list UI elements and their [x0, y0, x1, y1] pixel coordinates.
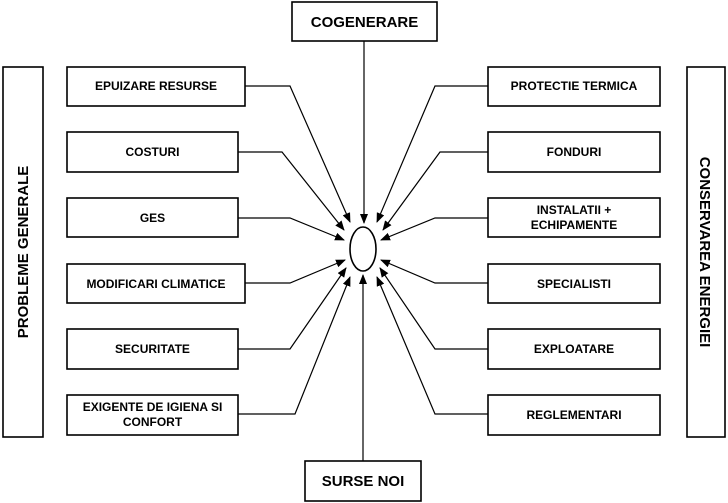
- right-item-1-label: PROTECTIE TERMICA: [511, 79, 638, 93]
- right-item-6-label: REGLEMENTARI: [526, 408, 621, 422]
- right-box-5: EXPLOATARE: [487, 328, 661, 370]
- arrow-left-4: [245, 259, 346, 284]
- bottom-label: SURSE NOI: [322, 473, 405, 490]
- arrow-right-6: [376, 276, 488, 415]
- left-box-4: MODIFICARI CLIMATICE: [66, 263, 246, 304]
- arrow-right-5: [379, 267, 488, 350]
- right-box-4: SPECIALISTI: [487, 263, 661, 304]
- right-item-3-label-line-1: INSTALATII +: [537, 203, 612, 217]
- left-box-6: EXIGENTE DE IGIENA SI CONFORT: [66, 394, 239, 436]
- arrow-left-2: [238, 151, 345, 231]
- right-side-panel: CONSERVAREA ENERGIEI: [686, 66, 726, 438]
- left-side-panel: PROBLEME GENERALE: [2, 66, 44, 438]
- arrow-left-1: [245, 85, 351, 223]
- right-side-label: CONSERVAREA ENERGIEI: [696, 157, 713, 348]
- arrow-right-4: [380, 259, 488, 284]
- left-item-4-label: MODIFICARI CLIMATICE: [86, 277, 225, 291]
- arrow-right-2: [382, 151, 488, 231]
- center-ellipse: [349, 226, 377, 272]
- left-box-1: EPUIZARE RESURSE: [66, 66, 246, 107]
- bottom-box: SURSE NOI: [304, 460, 422, 502]
- top-box: COGENERARE: [291, 1, 438, 42]
- left-item-2-label: COSTURI: [126, 145, 180, 159]
- right-item-4-label: SPECIALISTI: [537, 277, 611, 291]
- top-label: COGENERARE: [311, 14, 419, 31]
- arrow-left-6: [238, 276, 351, 415]
- left-item-6-label-line-1: EXIGENTE DE IGIENA SI: [83, 400, 223, 414]
- left-item-6-label-line-2: CONFORT: [123, 415, 183, 429]
- left-item-1-label: EPUIZARE RESURSE: [95, 79, 217, 93]
- right-item-5-label: EXPLOATARE: [534, 342, 614, 356]
- right-box-3: INSTALATII + ECHIPAMENTE: [487, 197, 661, 238]
- right-item-3-label-line-2: ECHIPAMENTE: [531, 218, 617, 232]
- arrow-right-3: [380, 217, 488, 241]
- left-item-3-label: GES: [140, 211, 165, 225]
- right-box-1: PROTECTIE TERMICA: [487, 66, 661, 107]
- right-box-6: REGLEMENTARI: [487, 394, 661, 436]
- arrow-left-5: [238, 267, 347, 350]
- right-box-2: FONDURI: [487, 131, 661, 173]
- left-side-label: PROBLEME GENERALE: [15, 166, 32, 339]
- right-item-2-label: FONDURI: [547, 145, 602, 159]
- left-item-5-label: SECURITATE: [115, 342, 190, 356]
- left-box-5: SECURITATE: [66, 328, 239, 370]
- left-box-2: COSTURI: [66, 131, 239, 173]
- arrow-left-3: [238, 217, 345, 241]
- arrow-right-1: [376, 85, 488, 223]
- left-box-3: GES: [66, 197, 239, 238]
